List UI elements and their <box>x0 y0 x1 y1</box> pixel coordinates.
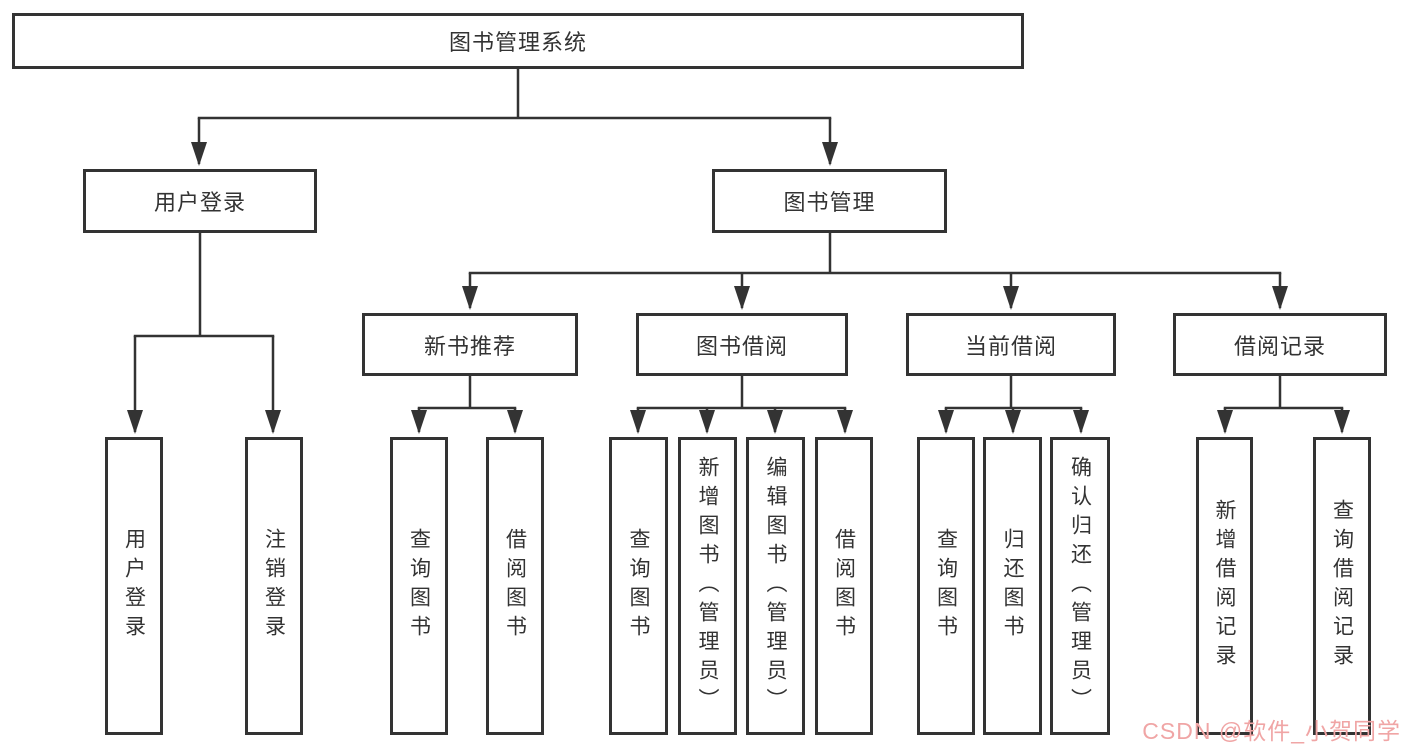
node-book-management: 图书管理 <box>712 169 947 233</box>
leaf-add-borrow-record: 新增借阅记录 <box>1196 437 1253 735</box>
leaf-return-books: 归还图书 <box>983 437 1042 735</box>
leaf-add-books-admin: 新增图书（管理员） <box>678 437 737 735</box>
connector <box>127 69 1350 434</box>
csdn-watermark: CSDN @软件_小贺同学 <box>1142 718 1401 744</box>
leaf-edit-books-admin: 编辑图书（管理员） <box>746 437 805 735</box>
leaf-query-books-borrowing: 查询图书 <box>609 437 668 735</box>
leaf-logout-login: 注销登录 <box>245 437 303 735</box>
node-library-management-system: 图书管理系统 <box>12 13 1024 69</box>
leaf-borrow-books: 借阅图书 <box>815 437 873 735</box>
node-user-login: 用户登录 <box>83 169 317 233</box>
leaf-query-books-recommend: 查询图书 <box>390 437 448 735</box>
leaf-confirm-return-admin: 确认归还（管理员） <box>1050 437 1110 735</box>
leaf-query-borrow-record: 查询借阅记录 <box>1313 437 1371 735</box>
leaf-query-books-current: 查询图书 <box>917 437 975 735</box>
node-current-borrowing: 当前借阅 <box>906 313 1116 376</box>
leaf-borrow-books-recommend: 借阅图书 <box>486 437 544 735</box>
node-borrowing-records: 借阅记录 <box>1173 313 1387 376</box>
node-book-borrowing: 图书借阅 <box>636 313 848 376</box>
leaf-user-login: 用户登录 <box>105 437 163 735</box>
node-new-book-recommend: 新书推荐 <box>362 313 578 376</box>
